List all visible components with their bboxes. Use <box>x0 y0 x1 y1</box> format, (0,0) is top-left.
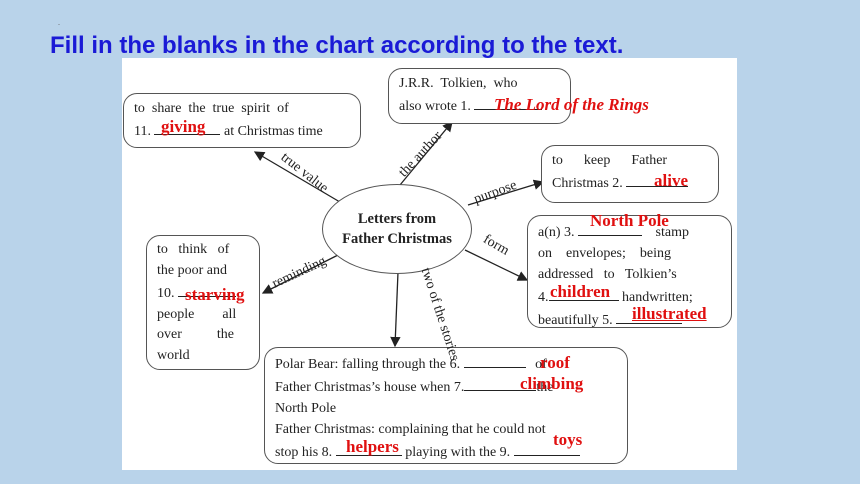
form-line2: on envelopes; being <box>538 246 671 261</box>
stories-line1-pre: Polar Bear: falling through the 6. <box>275 357 461 372</box>
reminding-line5: over the <box>157 327 234 342</box>
arrow-form <box>464 249 529 281</box>
central-topic-line1: Letters from <box>357 211 437 227</box>
blank-5[interactable] <box>616 308 683 324</box>
blank-11[interactable] <box>154 119 221 135</box>
arrow-true-value <box>253 151 346 206</box>
author-line1: J.R.R. Tolkien, who <box>399 76 518 91</box>
author-line2: also wrote 1. <box>399 94 560 117</box>
reminding-line3: 10. <box>157 281 249 305</box>
decorative-dot: . <box>58 18 60 27</box>
blank-9[interactable] <box>513 440 580 456</box>
form-line1-post: stamp <box>655 225 689 240</box>
blank-1[interactable] <box>474 94 543 110</box>
purpose-box: to keep Father Christmas 2. <box>541 145 719 203</box>
reminding-line4: people all <box>157 306 237 322</box>
true-value-box: to share the true spirit of 11. at Chris… <box>123 93 361 148</box>
blank-6[interactable] <box>463 352 526 368</box>
form-line5: beautifully 5. <box>538 308 721 331</box>
arrow-stories <box>390 271 401 348</box>
arrow-author <box>399 120 453 186</box>
stories-line5-pre: stop his 8. <box>275 445 333 460</box>
page-title: Fill in the blanks in the chart accordin… <box>50 32 624 59</box>
answer-1: The Lord of the Rings <box>494 95 649 114</box>
stories-line3: North Pole <box>275 401 337 416</box>
arrow-purpose <box>467 179 545 206</box>
true-value-line1: to share the true spirit of <box>134 101 289 116</box>
purpose-line2: Christmas 2. <box>552 171 708 194</box>
reminding-box: to think of the poor and 10. people all … <box>146 235 260 370</box>
answer-4: children <box>550 282 611 301</box>
form-line1: a(n) 3. stamp <box>538 220 721 243</box>
stories-line1-post: of <box>535 357 547 372</box>
true-value-line2-pre: 11. <box>134 124 151 139</box>
blank-4[interactable] <box>548 285 619 301</box>
central-topic: Letters from Father Christmas <box>322 184 472 274</box>
blank-7[interactable] <box>464 375 537 391</box>
answer-8: helpers <box>346 437 399 456</box>
answer-7: climbing <box>520 374 584 393</box>
author-box: J.R.R. Tolkien, who also wrote 1. <box>388 68 571 124</box>
reminding-line3-pre: 10. <box>157 286 175 301</box>
form-line4-post: handwritten; <box>622 290 693 305</box>
stories-line5: stop his 8. playing with the 9. <box>275 440 617 463</box>
form-line5-pre: beautifully 5. <box>538 313 613 328</box>
purpose-line2-text: Christmas 2. <box>552 176 623 191</box>
answer-11: giving <box>161 117 206 136</box>
form-line4: 4. handwritten; <box>538 285 721 308</box>
central-topic-line2: Father Christmas <box>342 231 452 247</box>
form-line4-pre: 4. <box>538 290 549 305</box>
blank-10[interactable] <box>178 281 236 297</box>
stories-line2: Father Christmas’s house when 7. the <box>275 375 617 398</box>
form-line1-pre: a(n) 3. <box>538 225 575 240</box>
reminding-line1: to think of <box>157 242 230 257</box>
blank-8[interactable] <box>335 440 402 456</box>
answer-2: alive <box>654 171 688 190</box>
stories-line2-post: the <box>536 380 554 395</box>
answer-9: toys <box>553 430 583 449</box>
stories-line2-pre: Father Christmas’s house when 7. <box>275 380 465 395</box>
answer-6: roof <box>540 353 570 372</box>
author-line2-text: also wrote 1. <box>399 99 471 114</box>
answer-3: North Pole <box>590 211 669 230</box>
answer-10: starving <box>185 285 245 304</box>
stories-box: Polar Bear: falling through the 6. of Fa… <box>264 347 628 464</box>
answer-5: illustrated <box>632 304 707 323</box>
blank-2[interactable] <box>626 171 689 187</box>
form-line3: addressed to Tolkien’s <box>538 267 677 282</box>
stories-line1: Polar Bear: falling through the 6. of <box>275 352 617 375</box>
form-box: a(n) 3. stamp on envelopes; being addres… <box>527 215 732 328</box>
reminding-line2: the poor and <box>157 262 227 278</box>
purpose-line1: to keep Father <box>552 153 668 168</box>
stories-line5-post: playing with the 9. <box>405 445 511 460</box>
true-value-line2: 11. at Christmas time <box>134 119 350 142</box>
blank-3[interactable] <box>578 220 643 236</box>
reminding-line6: world <box>157 347 190 363</box>
arrow-reminding <box>261 254 339 294</box>
stories-line4: Father Christmas: complaining that he co… <box>275 422 546 437</box>
true-value-line2-post: at Christmas time <box>223 124 323 139</box>
